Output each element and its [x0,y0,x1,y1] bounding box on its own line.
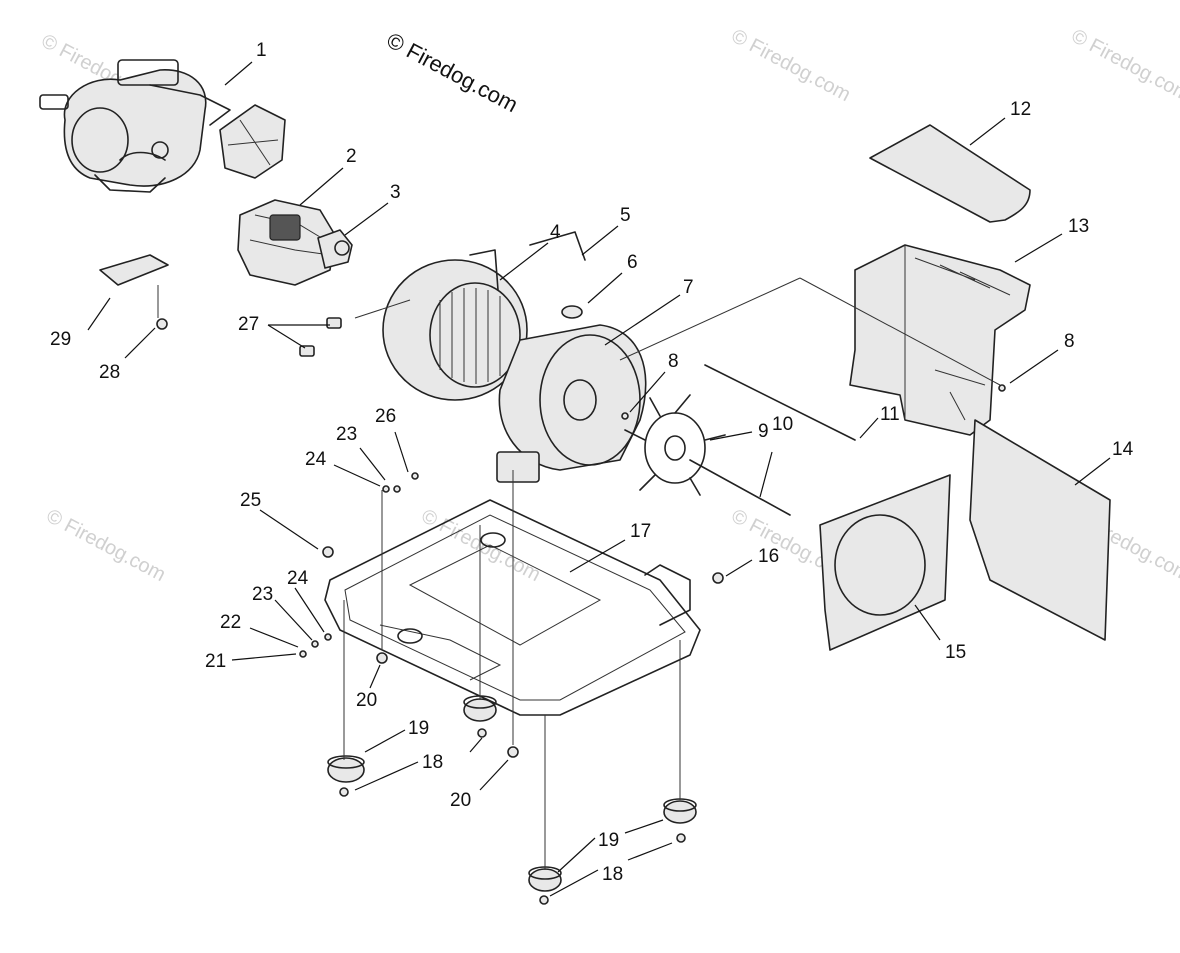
callout-16: 16 [758,546,779,567]
part-14-side-panel [969,419,1111,641]
callout-29: 29 [50,329,71,350]
callout-5: 5 [620,205,631,226]
part-11-bolt [704,364,856,441]
part-2-stator [237,199,336,286]
callout-15: 15 [945,642,966,663]
watermark: © Firedog.com [728,25,854,106]
callout-24: 24 [287,568,309,589]
callout-3: 3 [390,182,401,203]
part-13-housing [849,244,1031,436]
part-9-fan [624,394,726,496]
watermark: © Firedog.com [43,505,169,586]
callout-19: 19 [598,830,619,851]
callout-2: 2 [346,146,357,167]
part-1-engine [39,59,286,193]
callouts: 1 2 3 4 5 6 7 8 8 9 10 11 12 13 14 15 16… [50,40,1134,885]
callout-24: 24 [305,449,327,470]
assembly-lines [157,277,1001,870]
part-3-rotor [317,229,353,269]
small-fasteners [99,254,1006,905]
callout-18: 18 [602,864,623,885]
part-5-rod [529,231,586,261]
part-12-top-cover [869,124,1031,223]
part-6-grommet [561,305,583,319]
callout-1: 1 [256,40,267,61]
callout-27: 27 [238,314,259,335]
callout-28: 28 [99,362,120,383]
callout-23: 23 [252,584,273,605]
part-7-blower [496,324,647,483]
callout-25: 25 [240,490,261,511]
callout-19: 19 [408,718,429,739]
callout-6: 6 [627,252,638,273]
part-4-fan-housing [382,249,528,401]
callout-21: 21 [205,651,226,672]
copyright-notice: © Firedog.com [383,27,522,117]
part-15-shroud [819,474,951,651]
part-10-bolt [689,459,791,516]
callout-11: 11 [880,404,900,425]
part-19-mount [663,798,697,824]
callout-10: 10 [772,414,793,435]
callout-8: 8 [668,351,679,372]
callout-13: 13 [1068,216,1089,237]
leader-lines [87,61,1111,897]
callout-26: 26 [375,406,396,427]
callout-4: 4 [550,222,561,243]
callout-12: 12 [1010,99,1031,120]
part-19-mount [528,866,562,892]
callout-23: 23 [336,424,357,445]
callout-9: 9 [758,421,769,442]
callout-14: 14 [1112,439,1134,460]
part-17-base-frame [324,499,701,716]
callout-7: 7 [683,277,694,298]
watermark: © Firedog.com [1068,25,1180,106]
callout-8: 8 [1064,331,1075,352]
callout-18: 18 [422,752,443,773]
callout-22: 22 [220,612,241,633]
callout-20: 20 [356,690,377,711]
part-19-mount [327,755,365,783]
callout-20: 20 [450,790,471,811]
callout-17: 17 [630,521,651,542]
